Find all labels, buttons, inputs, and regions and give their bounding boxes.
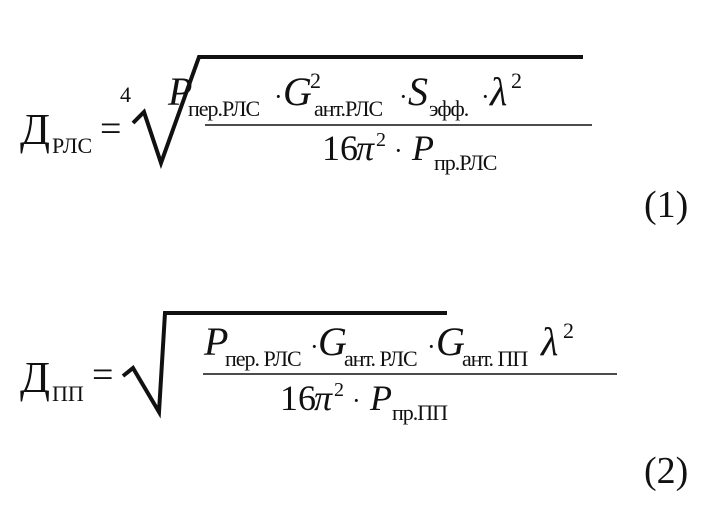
formula-1-number: (1) <box>644 184 689 226</box>
formula-2-num-g1: G <box>318 319 347 364</box>
formula-2-lhs-subscript: ПП <box>52 381 84 406</box>
formula-2-den-dot: · <box>352 386 361 415</box>
formula-2-den-p-subscript: пр.ПП <box>392 400 448 425</box>
formula-1-num-p-subscript: пер.РЛС <box>188 96 260 121</box>
formula-2-num-dot-1: · <box>310 332 319 361</box>
formula-1-num-p: P <box>168 69 193 114</box>
formula-2-number: (2) <box>644 450 689 492</box>
formula-1-lhs-subscript: РЛС <box>52 133 93 158</box>
formula-1-num-lambda-superscript: 2 <box>511 68 522 93</box>
formula-1-root-index: 4 <box>120 82 131 107</box>
formula-1-den-dot: · <box>394 136 403 165</box>
formula-1-num-g-superscript: 2 <box>310 68 321 93</box>
formula-2-num-dot-2: · <box>427 332 436 361</box>
formula-1-num-dot-3: · <box>481 82 490 111</box>
formula-2-num-g2: G <box>436 319 465 364</box>
formula-1-num-s: S <box>408 69 428 114</box>
formula-1-equals: = <box>100 108 122 150</box>
formula-1-num-s-subscript: эфф. <box>429 96 469 121</box>
formula-2-num-lambda: λ <box>541 319 559 364</box>
formula-2-num-p-subscript: пер. РЛС <box>225 346 302 371</box>
formula-2-den-pi: π <box>314 378 333 418</box>
formula-1-den-pi: π <box>356 128 375 168</box>
formula-2-num-g2-subscript: ант. ПП <box>462 346 528 371</box>
formula-1-num-dot-2: · <box>399 82 408 111</box>
formula-1-den-p: P <box>412 128 434 168</box>
formula-2-den-p: P <box>370 378 392 418</box>
formula-2-den-coef: 16 <box>280 378 316 418</box>
formula-2-num-g1-subscript: ант. РЛС <box>344 346 418 371</box>
formula-1-den-pi-superscript: 2 <box>376 129 386 151</box>
formula-1-den-p-subscript: пр.РЛС <box>434 150 497 175</box>
formula-2-num-lambda-superscript: 2 <box>563 318 574 343</box>
formula-1-num-lambda: λ <box>490 69 508 114</box>
formula-1-num-g-subscript: ант.РЛС <box>314 96 383 121</box>
formula-1-num-dot-1: · <box>274 82 283 111</box>
formula-2-equals: = <box>92 354 114 396</box>
formula-2-num-p: P <box>204 319 229 364</box>
formula-2-lhs-symbol: Д <box>20 353 51 402</box>
formula-1-num-g: G <box>283 69 312 114</box>
formula-1-lhs-symbol: Д <box>20 105 51 154</box>
formula-1-den-coef: 16 <box>322 128 358 168</box>
formula-2-den-pi-superscript: 2 <box>334 379 344 401</box>
